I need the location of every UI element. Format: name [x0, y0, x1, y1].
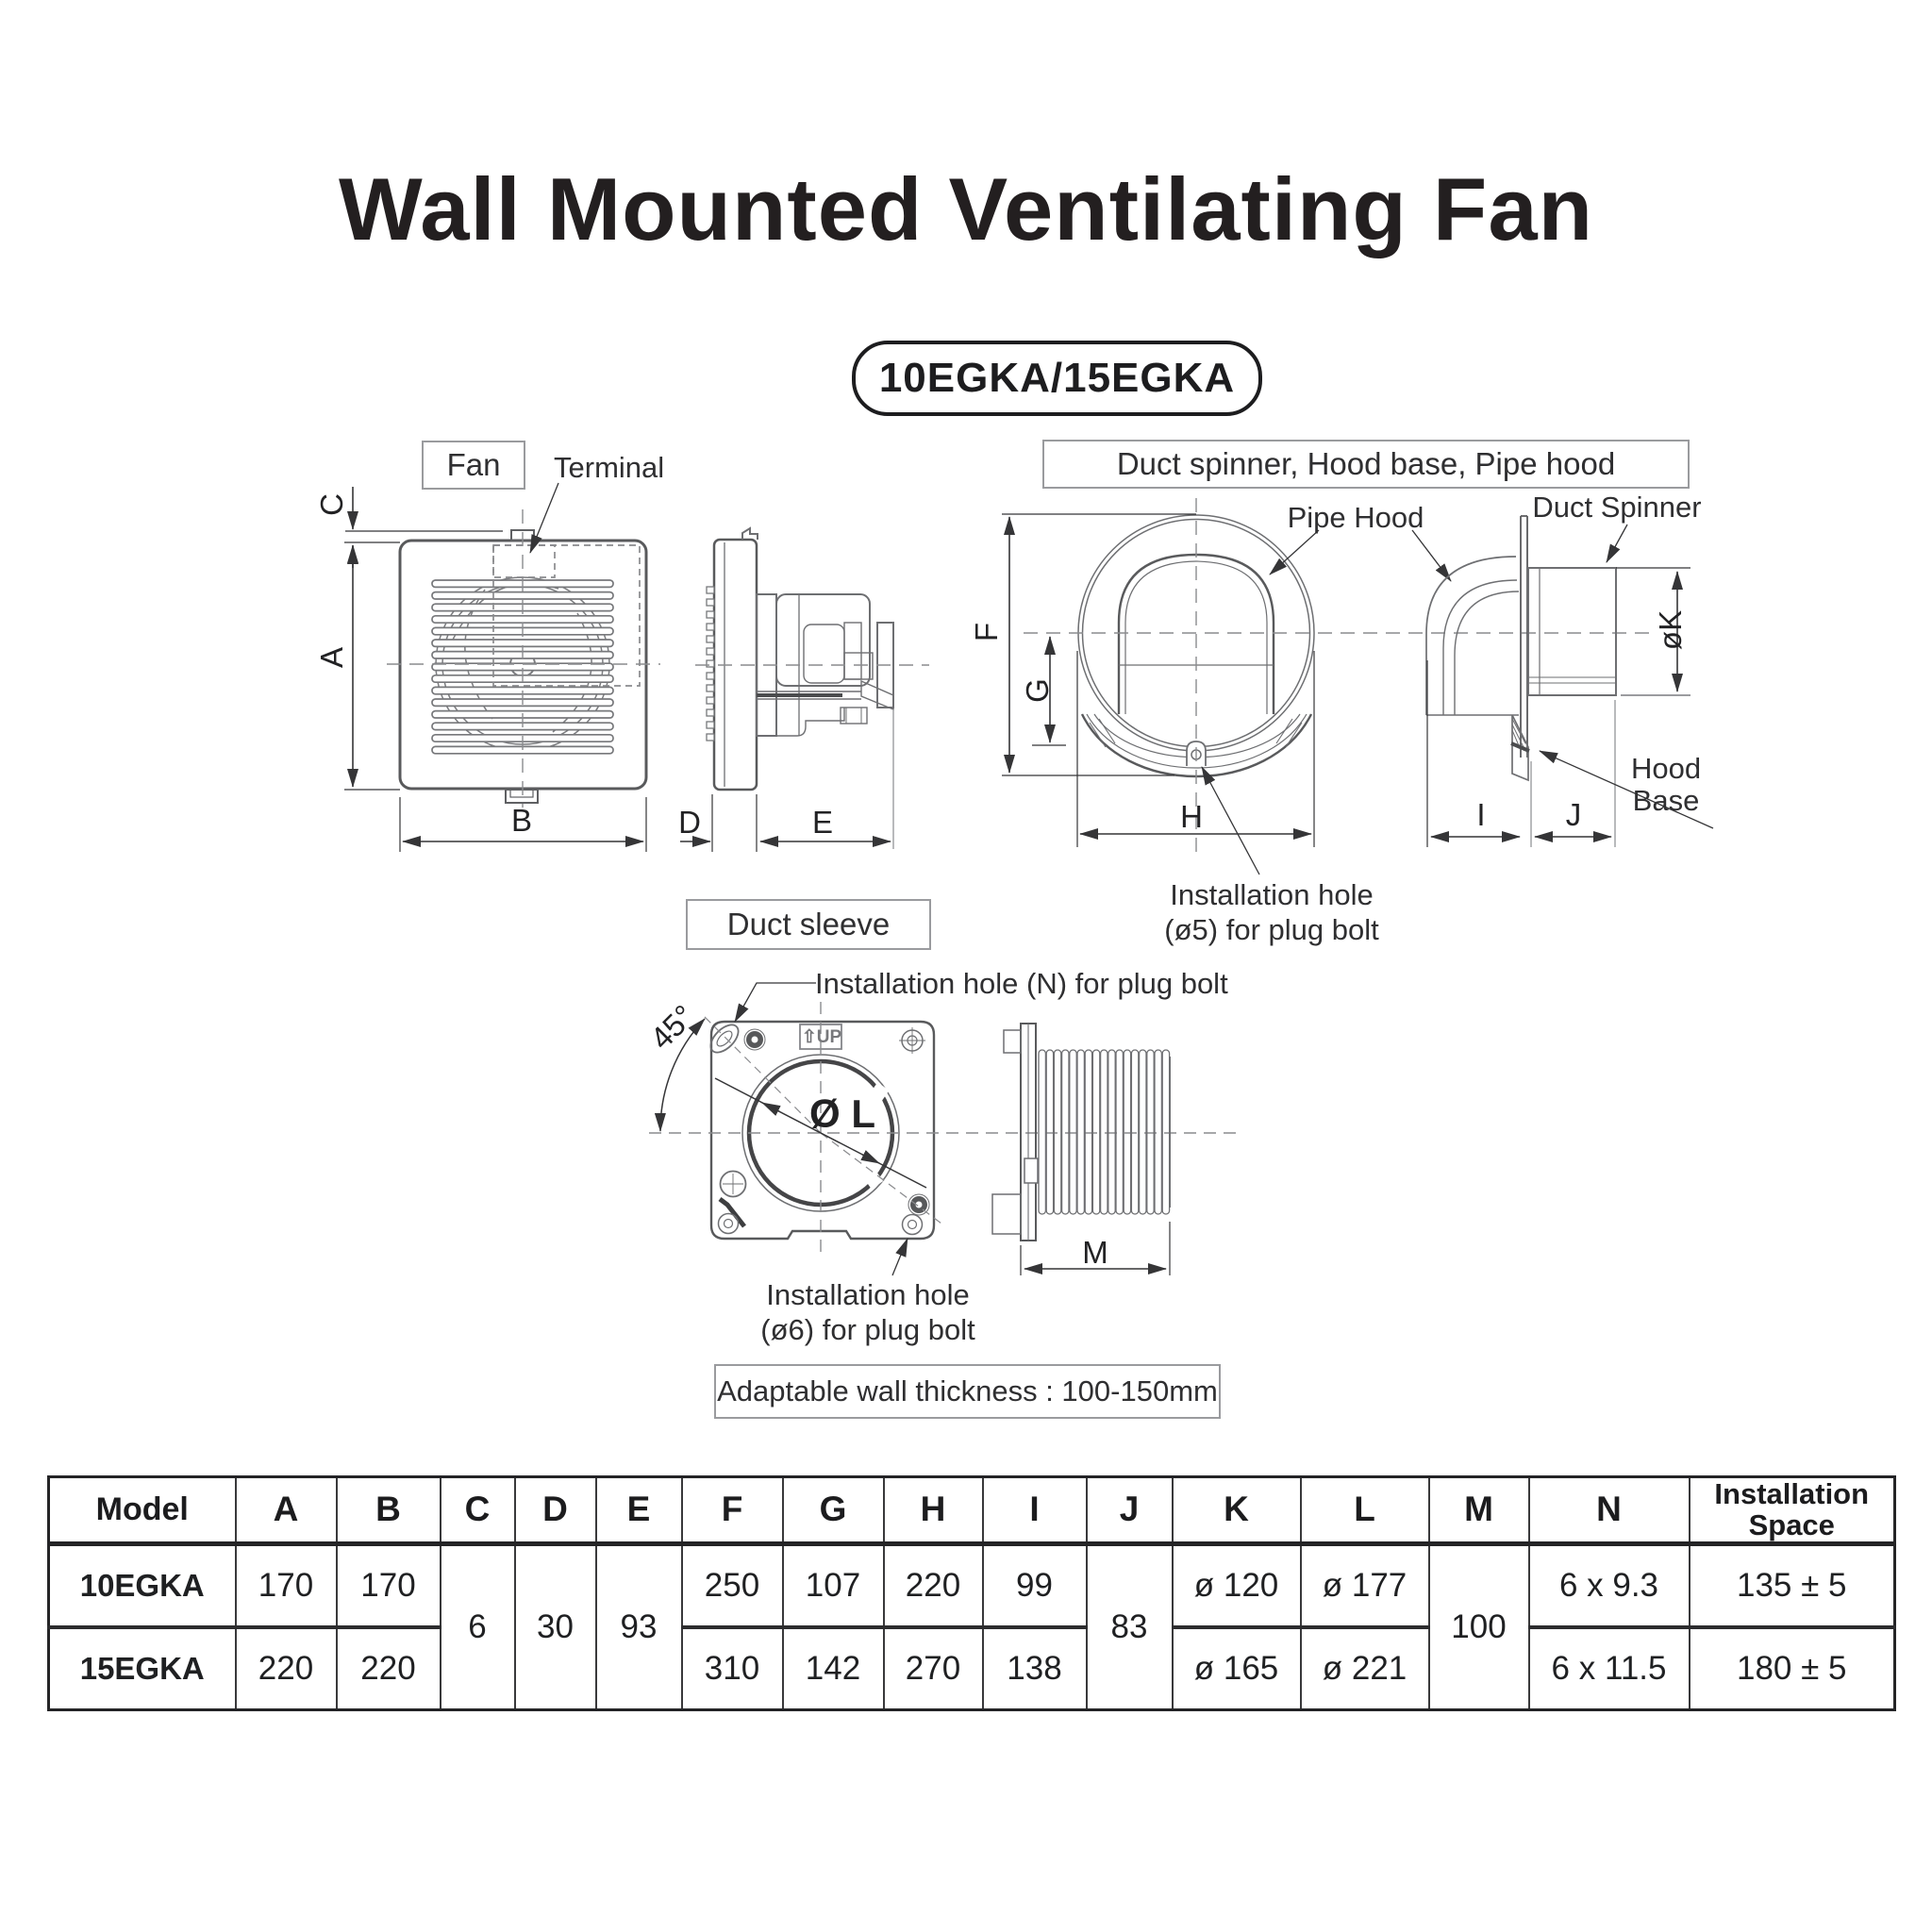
table-row-10egka: 10EGKA 170 170 6 30 93 250 107 220 99 83… [48, 1543, 1895, 1710]
hole5-line2: (ø5) for plug bolt [1164, 913, 1379, 947]
fan-front-view-drawing [387, 509, 660, 808]
terminal-label: Terminal [554, 451, 665, 484]
cell-g-15egka: 142 [781, 1626, 884, 1710]
header-c: C [439, 1476, 515, 1546]
cell-b-15egka: 220 [335, 1626, 441, 1710]
header-h: H [882, 1476, 983, 1546]
hole6-line2: (ø6) for plug bolt [760, 1313, 975, 1347]
cell-i-15egka: 138 [981, 1626, 1087, 1710]
cell-l-15egka: ø 221 [1299, 1626, 1429, 1710]
dim-label-h: H [1180, 799, 1203, 834]
duct-spinner-label: Duct Spinner [1532, 491, 1702, 524]
dim-label-i: I [1476, 797, 1486, 832]
pipe-hood-front-drawing [1024, 498, 1649, 854]
cell-c-shared: 6 [439, 1543, 515, 1710]
cell-space-10egka: 135 ± 5 [1688, 1543, 1895, 1629]
dim-label-k: øK [1653, 609, 1688, 651]
dim-label-m: M [1082, 1235, 1108, 1270]
hole5-line1: Installation hole [1170, 878, 1374, 911]
page-title: Wall Mounted Ventilating Fan [338, 159, 1594, 258]
pipe-hood-side-drawing [1425, 515, 1617, 782]
installation-hole-6-note: Installation hole (ø6) for plug bolt [760, 1277, 974, 1347]
cell-space-15egka: 180 ± 5 [1688, 1626, 1895, 1710]
dim-label-d: D [678, 805, 701, 840]
dim-label-b: B [510, 803, 533, 838]
cell-k-15egka: ø 165 [1171, 1626, 1301, 1710]
hood-base-line1: Hood [1630, 752, 1702, 785]
duct-sleeve-m-dimension [1020, 1222, 1171, 1275]
header-i: I [981, 1476, 1087, 1546]
dimension-table: Model A B C D E F G H I J K L M N Instal… [47, 1475, 1896, 1711]
hood-section-label: Duct spinner, Hood base, Pipe hood [1042, 440, 1690, 489]
corrugated-duct [1038, 1049, 1171, 1215]
cell-f-15egka: 310 [680, 1626, 783, 1710]
cell-n-10egka: 6 x 9.3 [1527, 1543, 1690, 1629]
dim-label-f: F [969, 622, 1004, 642]
duct-sleeve-section-label: Duct sleeve [686, 899, 931, 950]
fan-side-view-drawing [695, 526, 929, 791]
cell-d-shared: 30 [513, 1543, 596, 1710]
header-f: F [680, 1476, 783, 1546]
cell-n-15egka: 6 x 11.5 [1527, 1626, 1690, 1710]
fan-dimension-lines [344, 482, 894, 852]
header-e: E [594, 1476, 682, 1546]
cell-k-10egka: ø 120 [1171, 1543, 1301, 1629]
header-g: G [781, 1476, 884, 1546]
header-n: N [1527, 1476, 1690, 1546]
dim-label-a: A [314, 646, 349, 669]
duct-sleeve-front-drawing [649, 1002, 1243, 1257]
table-row-15egka: 15EGKA 220 220 310 142 270 138 ø 165 ø 2… [49, 1626, 1895, 1710]
cell-i-10egka: 99 [981, 1543, 1087, 1629]
header-installation-space: Installation Space [1688, 1476, 1895, 1546]
cell-a-15egka: 220 [234, 1626, 337, 1710]
cell-model-15egka: 15EGKA [79, 1650, 205, 1686]
cell-f-10egka: 250 [680, 1543, 783, 1629]
duct-sleeve-dimension-lines [654, 982, 927, 1276]
cell-m-shared: 100 [1427, 1543, 1529, 1710]
header-l: L [1299, 1476, 1429, 1546]
cell-g-10egka: 107 [781, 1543, 884, 1629]
dim-label-l: Ø L [809, 1091, 875, 1136]
header-d: D [513, 1476, 596, 1546]
cell-model-10egka: 10EGKA [48, 1543, 236, 1629]
model-badge: 10EGKA/15EGKA [852, 341, 1262, 416]
header-j: J [1085, 1476, 1173, 1546]
dim-label-j: J [1565, 797, 1582, 832]
cell-l-10egka: ø 177 [1299, 1543, 1429, 1629]
installation-hole-n-note: Installation hole (N) for plug bolt [815, 967, 1228, 1000]
fan-section-label: Fan [422, 441, 525, 490]
hole6-line1: Installation hole [766, 1278, 970, 1311]
cell-h-10egka: 220 [882, 1543, 983, 1629]
hood-side-dimension-lines [1426, 524, 1714, 847]
hood-base-label: Hood Base [1630, 752, 1702, 818]
hood-base-line2: Base [1632, 784, 1700, 818]
up-marker-text: UP [816, 1026, 842, 1047]
cell-h-15egka: 270 [882, 1626, 983, 1710]
cell-a-10egka: 170 [234, 1543, 337, 1629]
header-k: K [1171, 1476, 1301, 1546]
header-a: A [234, 1476, 337, 1546]
spec-table: Model A B C D E F G H I J K L M N Instal… [47, 1475, 1896, 1711]
dim-label-e: E [811, 805, 834, 840]
cell-j-shared: 83 [1085, 1543, 1173, 1710]
up-arrow-icon: ⇧ [801, 1027, 817, 1047]
header-model: Model [48, 1476, 236, 1546]
header-m: M [1427, 1476, 1529, 1546]
pipe-hood-label: Pipe Hood [1287, 501, 1424, 534]
up-marker: ⇧UP [802, 1025, 841, 1049]
pipe-hood-dimension-lines [1002, 513, 1452, 875]
dim-label-c: C [314, 493, 349, 516]
cell-e-shared: 93 [594, 1543, 682, 1710]
table-header-row: Model A B C D E F G H I J K L M N Instal… [48, 1476, 1895, 1546]
cell-b-10egka: 170 [335, 1543, 441, 1629]
installation-hole-5-note: Installation hole (ø5) for plug bolt [1164, 877, 1378, 947]
header-b: B [335, 1476, 441, 1546]
dim-label-g: G [1020, 678, 1055, 703]
duct-sleeve-side-drawing [991, 1023, 1171, 1241]
wall-thickness-note: Adaptable wall thickness : 100-150mm [714, 1364, 1221, 1419]
